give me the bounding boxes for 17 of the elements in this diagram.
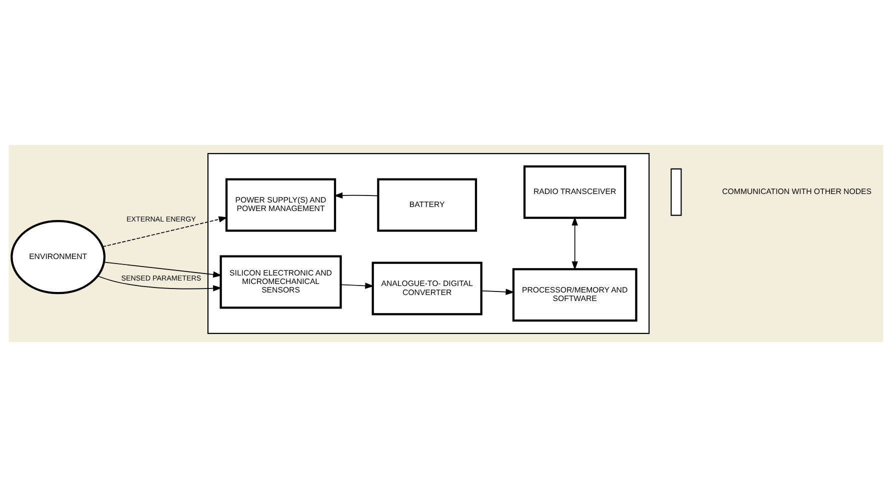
arrow [481,288,515,295]
arrow [104,262,222,278]
node-box: ANALOGUE-TO- DIGITAL CONVERTER [372,262,482,316]
node-box: BATTERY [377,178,478,232]
arrow [102,216,228,248]
arrow [97,276,222,292]
arrow [334,192,378,199]
arrow [572,216,578,270]
arrow [340,282,374,289]
node-box: RADIO TRANSCEIVER [523,165,626,219]
node-ellipse: ENVIRONMENT [10,220,106,294]
label: COMMUNICATION WITH OTHER NODES [722,187,872,196]
cluster [207,153,650,334]
node-box: POWER SUPPLY(S) AND POWER MANAGEMENT [225,178,336,232]
node-box: PROCESSOR/MEMORY AND SOFTWARE [512,268,638,322]
node-box: SILICON ELECTRONIC AND MICROMECHANICAL SENSORS [220,255,342,309]
node-bar [670,168,682,216]
